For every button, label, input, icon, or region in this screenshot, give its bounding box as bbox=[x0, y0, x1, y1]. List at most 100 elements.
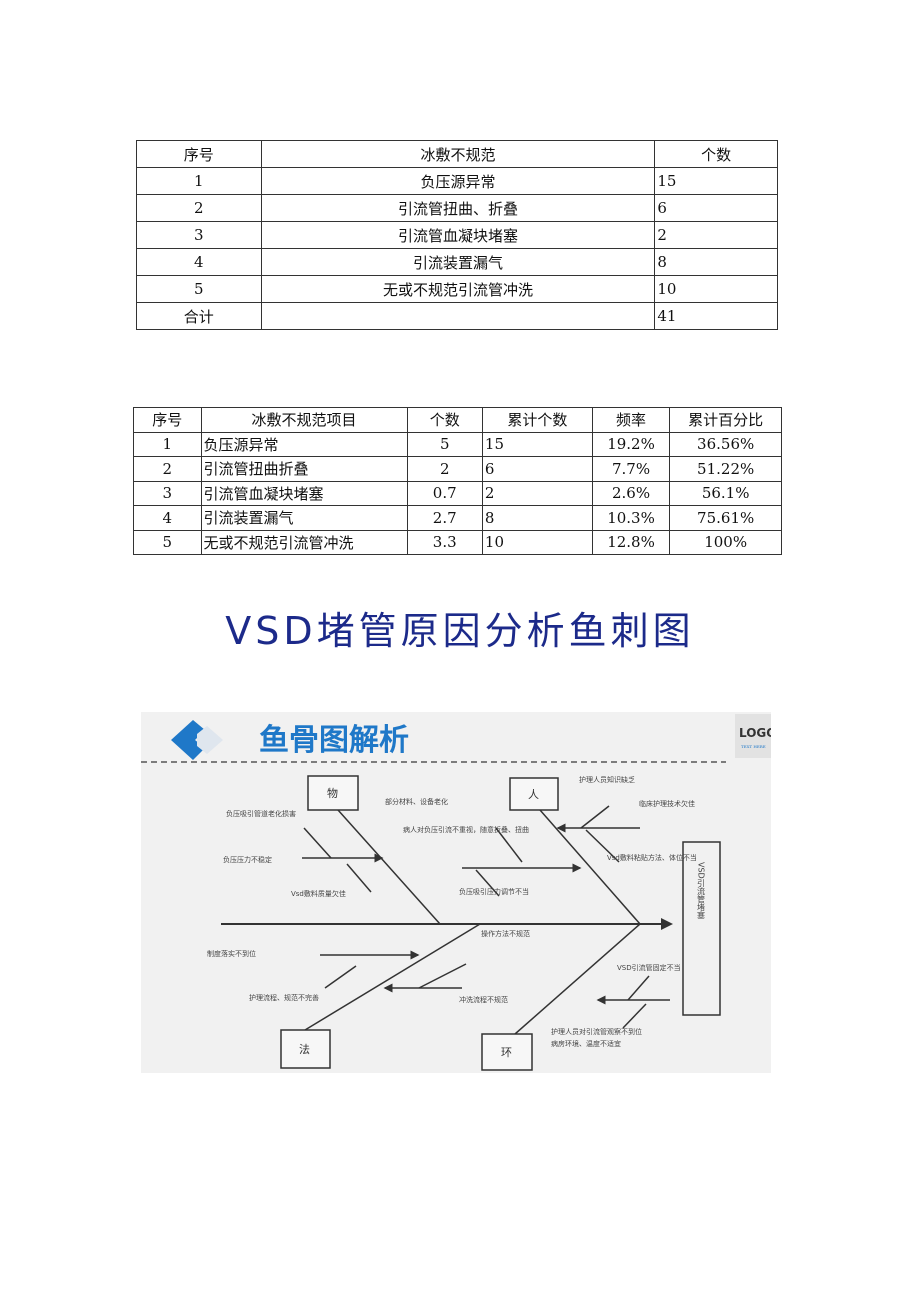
svg-text:环: 环 bbox=[501, 1046, 512, 1059]
cause-label: 护理人员对引流管观察不到位 bbox=[551, 1027, 642, 1036]
head-label: VSD引流管堵塞 bbox=[697, 862, 706, 919]
svg-text:物: 物 bbox=[327, 786, 338, 800]
table-cell: 频率 bbox=[591, 407, 671, 433]
table-cell: 负压源异常 bbox=[200, 431, 408, 457]
table-cell: 36.56% bbox=[669, 431, 782, 457]
table-cell: 10.3% bbox=[591, 505, 671, 531]
cause-label: Vsd敷料质量欠佳 bbox=[291, 889, 346, 898]
table-cell: 3 bbox=[133, 480, 202, 506]
category-people: 人 bbox=[509, 777, 559, 811]
table-cell: 引流装置漏气 bbox=[260, 248, 656, 276]
table-cell: 2 bbox=[136, 194, 262, 222]
table-cell: 2 bbox=[133, 456, 202, 482]
table-cell: 41 bbox=[654, 302, 778, 330]
cause-label: 冲洗流程不规范 bbox=[459, 995, 508, 1004]
cause-label: 负压压力不稳定 bbox=[223, 855, 272, 864]
table-cell: 56.1% bbox=[669, 480, 782, 506]
table-cell: 0.7 bbox=[406, 480, 483, 506]
table-cell: 冰敷不规范项目 bbox=[200, 407, 408, 433]
svg-text:法: 法 bbox=[299, 1042, 310, 1056]
table-cell: 8 bbox=[654, 248, 778, 276]
cause-label: VSD引流管固定不当 bbox=[617, 963, 681, 972]
table-cell: 5 bbox=[136, 275, 262, 303]
fishbone-header-title: 鱼骨图解析 bbox=[259, 723, 409, 758]
page-title: VSD堵管原因分析鱼刺图 bbox=[225, 609, 695, 653]
head-box bbox=[682, 841, 721, 1016]
table-cell: 5 bbox=[406, 431, 483, 457]
table-cell: 引流管血凝块堵塞 bbox=[260, 221, 656, 249]
table-cell: 3 bbox=[136, 221, 262, 249]
cause-label: Vsd敷料粘贴方法、体位不当 bbox=[607, 853, 697, 862]
table-cell: 19.2% bbox=[591, 431, 671, 457]
table-cell: 2.7 bbox=[406, 505, 483, 531]
table-cell: 12.8% bbox=[591, 529, 671, 555]
table-cell: 冰敷不规范 bbox=[260, 140, 656, 168]
table-cell: 2.6% bbox=[591, 480, 671, 506]
table-cell: 无或不规范引流管冲洗 bbox=[260, 275, 656, 303]
table-cell: 5 bbox=[133, 529, 202, 555]
table-cell: 序号 bbox=[133, 407, 202, 433]
table-cell: 累计个数 bbox=[481, 407, 593, 433]
table-cell: 75.61% bbox=[669, 505, 782, 531]
table-cell bbox=[260, 302, 656, 330]
logo-subtext: TEXT HERE bbox=[741, 744, 766, 749]
table-cell: 51.22% bbox=[669, 456, 782, 482]
cause-label: 部分材料、设备老化 bbox=[385, 797, 448, 806]
table-cell: 10 bbox=[654, 275, 778, 303]
table-cell: 合计 bbox=[136, 302, 262, 330]
table-cell: 4 bbox=[136, 248, 262, 276]
table-cell: 1 bbox=[136, 167, 262, 195]
table-cell: 引流管血凝块堵塞 bbox=[200, 480, 408, 506]
table-cell: 负压源异常 bbox=[260, 167, 656, 195]
table-cell: 累计百分比 bbox=[669, 407, 782, 433]
cause-label: 病房环境、温度不适宜 bbox=[551, 1039, 621, 1048]
table-header-row: 序号冰敷不规范项目个数累计个数频率累计百分比 bbox=[133, 407, 782, 433]
table-cell: 个数 bbox=[654, 140, 778, 168]
table-cell: 15 bbox=[654, 167, 778, 195]
svg-text:人: 人 bbox=[528, 788, 539, 801]
table-header-row: 序号冰敷不规范个数 bbox=[136, 140, 778, 168]
table-cell: 2 bbox=[406, 456, 483, 482]
table-cell: 2 bbox=[654, 221, 778, 249]
cause-label: 操作方法不规范 bbox=[481, 929, 530, 938]
cause-label: 负压吸引压力调节不当 bbox=[459, 887, 529, 896]
cause-label: 病人对负压引流不重视，随意折叠、扭曲 bbox=[403, 825, 529, 834]
cause-label: 护理人员知识缺乏 bbox=[579, 775, 635, 784]
table-cell: 无或不规范引流管冲洗 bbox=[200, 529, 408, 555]
table-cell: 3.3 bbox=[406, 529, 483, 555]
table-cell: 引流管扭曲、折叠 bbox=[260, 194, 656, 222]
table-cell: 8 bbox=[481, 505, 593, 531]
table-cell: 序号 bbox=[136, 140, 262, 168]
table-cell: 4 bbox=[133, 505, 202, 531]
table-cell: 6 bbox=[481, 456, 593, 482]
category-environment: 环 bbox=[481, 1033, 533, 1071]
table-cell: 个数 bbox=[406, 407, 483, 433]
cause-label: 制度落实不到位 bbox=[207, 949, 256, 958]
cause-label: 护理流程、规范不完善 bbox=[249, 993, 319, 1002]
table-cell: 7.7% bbox=[591, 456, 671, 482]
category-method: 法 bbox=[280, 1029, 331, 1069]
fishbone-diagram: 鱼骨图解析 LOGO TEXT HERE VSD引流管堵塞 bbox=[141, 712, 771, 1073]
table-cell: 1 bbox=[133, 431, 202, 457]
table-cell: 100% bbox=[669, 529, 782, 555]
table-cell: 15 bbox=[481, 431, 593, 457]
table-cell: 6 bbox=[654, 194, 778, 222]
table-cell: 引流装置漏气 bbox=[200, 505, 408, 531]
table-cell: 2 bbox=[481, 480, 593, 506]
cause-label: 负压吸引管道老化损害 bbox=[226, 809, 296, 818]
table-row: 合计 41 bbox=[136, 302, 778, 330]
category-material: 物 bbox=[307, 775, 359, 811]
